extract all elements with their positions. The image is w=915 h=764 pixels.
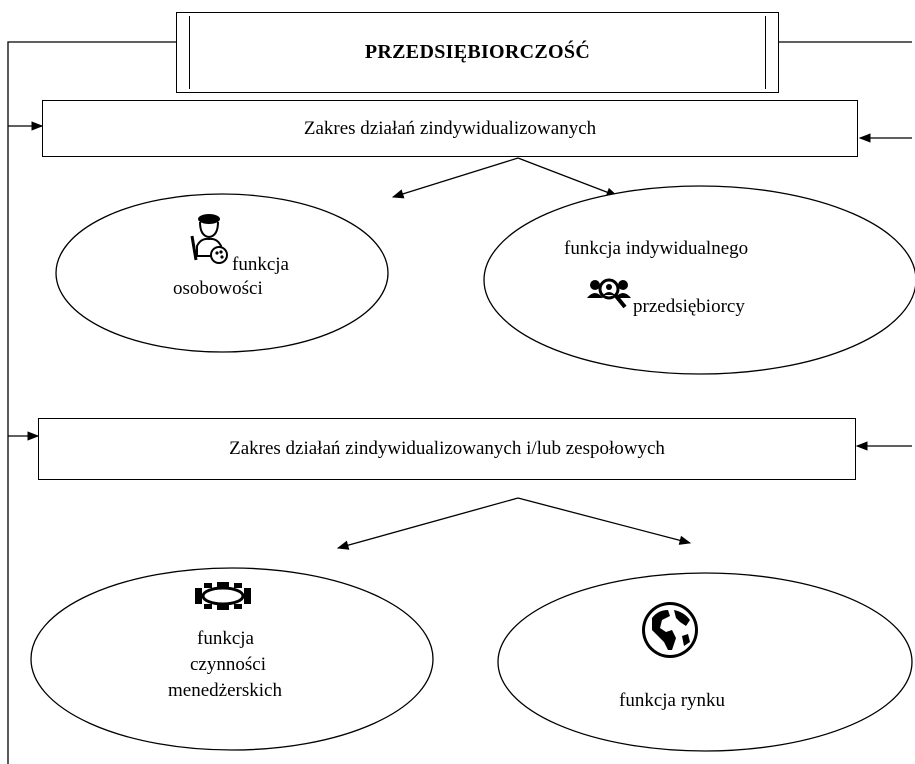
meeting-table-icon xyxy=(195,582,251,610)
ellipse-management xyxy=(30,567,434,751)
branch-arrow-entrepreneur xyxy=(517,157,619,197)
ellipse-personality xyxy=(55,193,389,353)
branch-arrow-market xyxy=(517,497,692,545)
left-connector xyxy=(7,41,176,764)
scope-mixed-box: Zakres działań zindywidualizowanych i/lu… xyxy=(38,418,856,480)
ellipse-entrepreneur xyxy=(483,185,915,375)
entrepreneur-label-2: przedsiębiorcy xyxy=(633,296,745,317)
personality-label-1: funkcja xyxy=(232,254,289,275)
personality-label-2: osobowości xyxy=(173,278,263,299)
scope-mixed-label: Zakres działań zindywidualizowanych i/lu… xyxy=(229,438,665,459)
title-box: PRZEDSIĘBIORCZOŚĆ xyxy=(176,12,779,93)
ellipse-market xyxy=(497,572,913,752)
team-search-icon xyxy=(587,278,631,309)
scope-individual-label: Zakres działań zindywidualizowanych xyxy=(303,117,597,139)
management-label-1: funkcja xyxy=(197,628,254,649)
title-text: PRZEDSIĘBIORCZOŚĆ xyxy=(189,16,766,89)
management-label-2: czynności xyxy=(190,654,266,675)
entrepreneur-label-1: funkcja indywidualnego xyxy=(564,238,749,259)
branch-arrow-personality xyxy=(391,157,519,199)
market-label: funkcja rynku xyxy=(619,690,726,711)
branch-arrow-management xyxy=(336,497,519,550)
scope-individual-box: Zakres działań zindywidualizowanych xyxy=(42,100,858,157)
artist-icon xyxy=(190,214,228,264)
globe-icon xyxy=(642,602,698,658)
management-label-3: menedżerskich xyxy=(168,680,282,701)
